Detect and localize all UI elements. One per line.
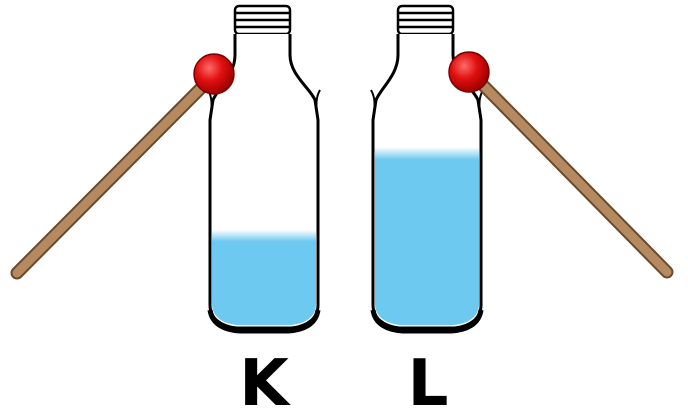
mallet-left-head [194, 54, 234, 94]
bottle-k-water [212, 230, 316, 325]
bottle-l-label: L [408, 347, 449, 414]
bottle-k [208, 6, 320, 331]
mallet-right-head [449, 52, 489, 92]
bottle-k-cap [235, 6, 290, 34]
mallet-left [17, 54, 234, 273]
bottle-l-cap [398, 6, 453, 34]
bottle-l-water [375, 147, 479, 325]
bottle-k-label: K [239, 347, 291, 414]
